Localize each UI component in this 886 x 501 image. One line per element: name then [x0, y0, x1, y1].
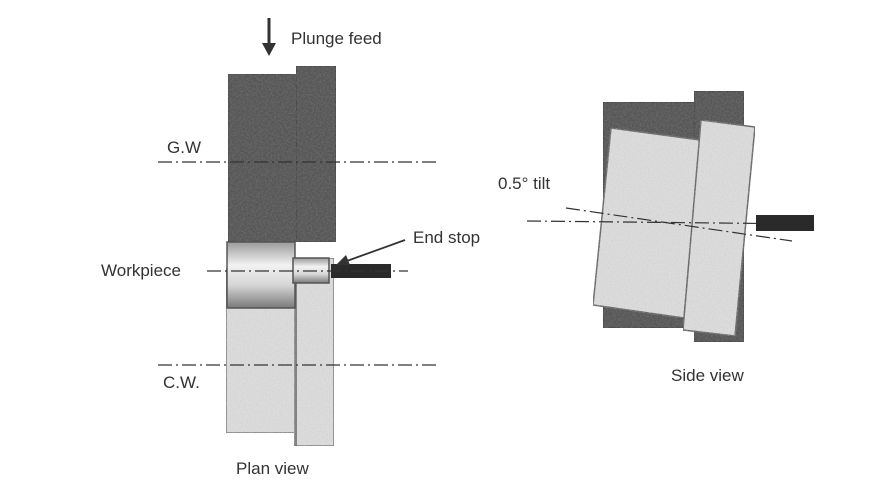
- side-control-wheel: [592, 119, 756, 337]
- end-stop-leader: [336, 239, 406, 265]
- side-tilted-centre-line: [565, 207, 793, 242]
- cw-label: C.W.: [163, 373, 200, 392]
- end-stop-label: End stop: [413, 228, 481, 247]
- grinding-wheel: [227, 65, 337, 243]
- plan-view: [158, 18, 440, 447]
- gw-label: G.W: [167, 138, 201, 157]
- plunge-feed-label: Plunge feed: [291, 29, 382, 48]
- workpiece-label: Workpiece: [101, 261, 181, 280]
- side-end-stop-bar: [756, 215, 814, 231]
- side-view: [526, 90, 814, 343]
- plunge-feed-arrow: [262, 18, 276, 56]
- side-view-label: Side view: [671, 366, 744, 385]
- tilt-label: 0.5° tilt: [498, 174, 551, 193]
- plan-view-label: Plan view: [236, 459, 309, 478]
